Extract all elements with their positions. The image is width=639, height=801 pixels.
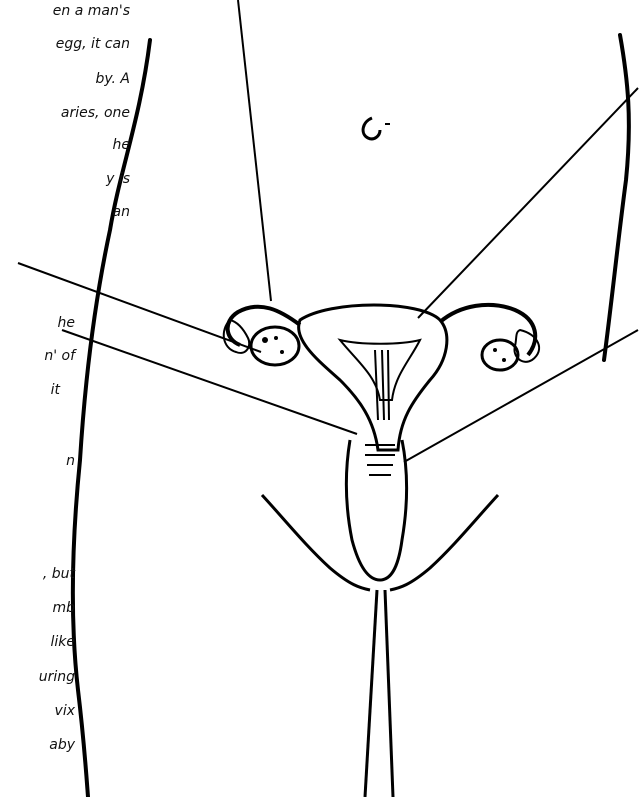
ovary-left: [251, 327, 299, 365]
ovary-right: [482, 340, 518, 370]
callout-line-2: [418, 88, 638, 318]
uterus: [299, 305, 447, 450]
vagina-canal: [346, 440, 406, 580]
text-fragment-11: n: [0, 452, 75, 470]
text-fragment-6: y is: [48, 170, 130, 188]
text-fragment-3: by. A: [48, 70, 130, 88]
text-fragment-9: n' of: [0, 347, 75, 365]
text-fragment-4: aries, one: [48, 104, 130, 122]
text-fragment-14: like: [0, 633, 75, 651]
navel: [363, 118, 380, 139]
text-fragment-7: an: [48, 203, 130, 221]
text-fragment-8: he: [0, 314, 75, 332]
text-fragment-13: mb: [0, 599, 75, 617]
text-fragment-12: , but: [0, 565, 75, 583]
text-fragment-15: uring: [0, 668, 75, 686]
text-fragment-1: en a man's: [48, 2, 130, 20]
text-fragment-10: it: [0, 381, 60, 399]
text-fragment-16: vix: [0, 702, 75, 720]
leg-line-left: [365, 590, 377, 797]
text-fragment-2: egg, it can: [48, 35, 130, 53]
callout-line-1: [238, 0, 271, 301]
callout-line-4: [18, 263, 261, 352]
text-fragment-17: aby: [0, 736, 75, 754]
text-fragment-5: he: [48, 136, 130, 154]
body-outline-right: [604, 35, 629, 360]
leg-line-right: [385, 590, 393, 797]
